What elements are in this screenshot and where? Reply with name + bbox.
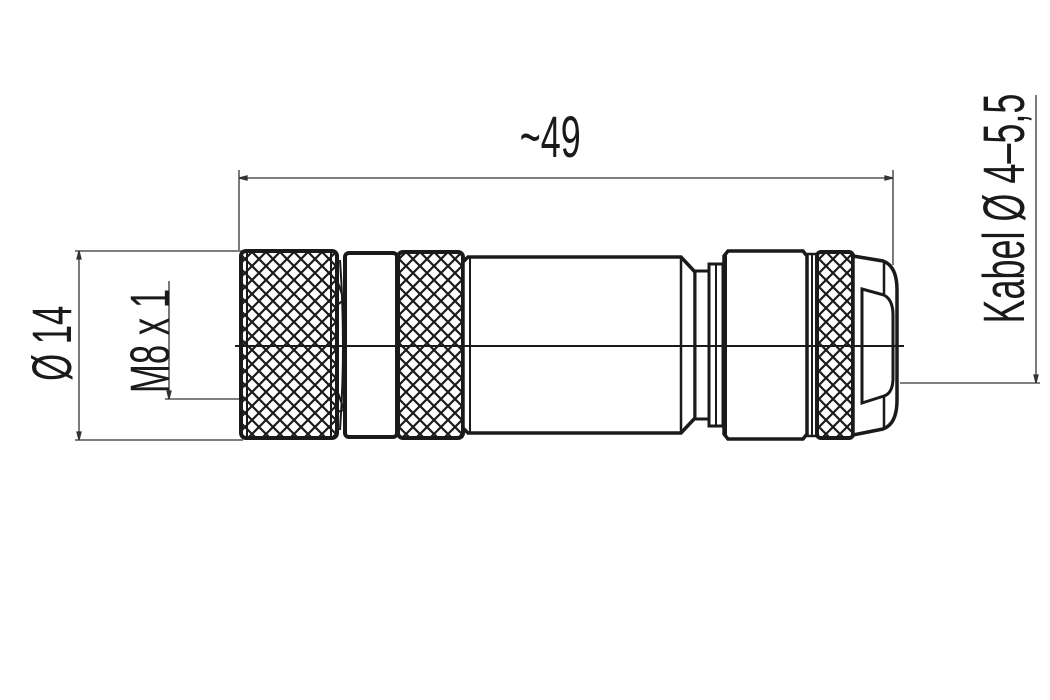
overall-length-text: ~49: [519, 105, 581, 170]
coupling-nut: [239, 249, 339, 440]
outer-diameter-text: Ø 14: [20, 305, 83, 381]
thread-text: M8 x 1: [118, 288, 181, 394]
thread-label: M8 x 1: [118, 251, 181, 431]
overall-length-label: ~49: [470, 108, 630, 168]
thread-dimension: [165, 281, 240, 400]
cable-dimension: [900, 95, 1040, 384]
length-dimension: [238, 170, 894, 265]
cable-diameter-text: Kabel Ø 4–5,5: [972, 93, 1037, 324]
cable-diameter-label: Kabel Ø 4–5,5: [972, 84, 1037, 394]
outer-diameter-label: Ø 14: [20, 273, 83, 413]
diameter-dimension: [75, 250, 243, 441]
